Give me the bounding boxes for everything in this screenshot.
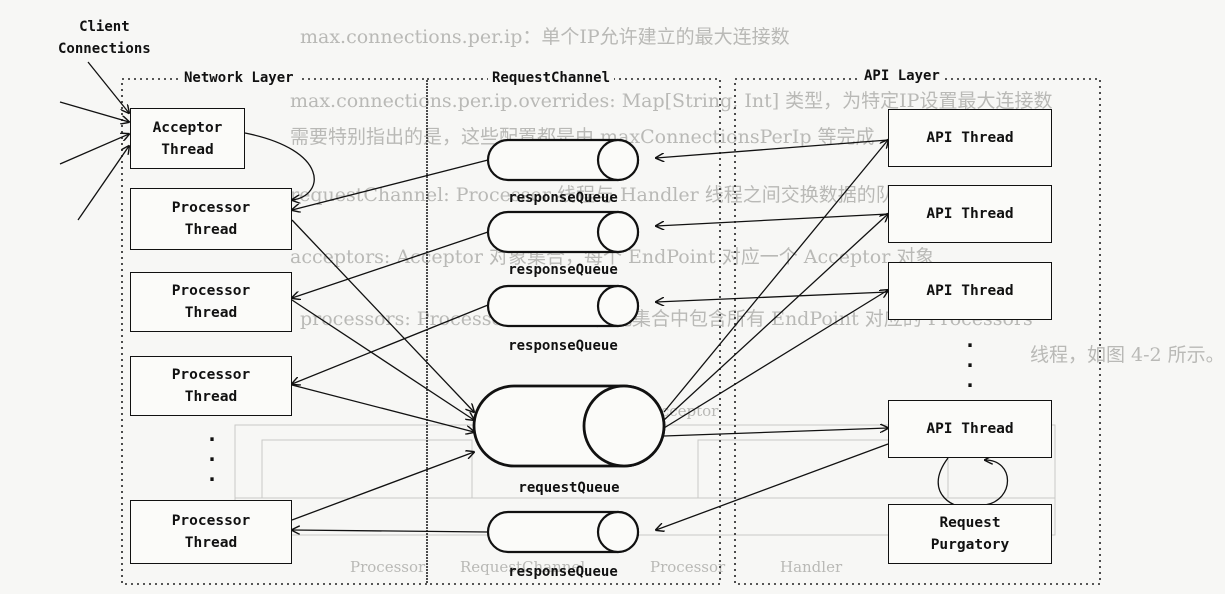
response-queue-4-shape: [486, 510, 640, 554]
response-queue-label-4: responseQueue: [508, 564, 618, 580]
background-text-requestchannel: RequestChannel: [460, 558, 586, 576]
purgatory-loop-arrow: [937, 458, 1008, 508]
dispatch-arrows: [663, 140, 888, 437]
processor-thread-box-4: Processor Thread: [130, 500, 292, 564]
response-queue-1-shape: [486, 138, 640, 182]
api-thread-box-2: API Thread: [888, 185, 1052, 243]
background-text-line-3: 需要特别指出的是，这些配置都是由 maxConnectionsPerIp 等完成: [290, 126, 875, 148]
client-connection-arrows: [59, 61, 129, 221]
background-text-processor-a: Processor: [350, 558, 426, 576]
response-arrows: [292, 159, 489, 532]
processor-thread-box-1: Processor Thread: [130, 188, 292, 250]
request-purgatory-box: Request Purgatory: [888, 504, 1052, 564]
background-text-handler: Handler: [780, 558, 843, 576]
client-connections-label: Client Connections: [58, 19, 151, 57]
processor-thread-box-3: Processor Thread: [130, 356, 292, 416]
background-text-line-2: max.connections.per.ip.overrides: Map[St…: [290, 90, 1053, 112]
response-queue-2-shape: [486, 210, 640, 254]
processor-ellipsis: . . .: [205, 422, 219, 486]
response-queue-3-shape: [486, 284, 640, 328]
processor-thread-box-2: Processor Thread: [130, 272, 292, 332]
background-text-line-4: requestChannel: Processor 线程与 Handler 线程…: [290, 184, 914, 206]
api-layer-title: API Layer: [860, 68, 944, 84]
api-thread-box-3: API Thread: [888, 262, 1052, 320]
response-queue-label-1: responseQueue: [508, 190, 618, 206]
api-thread-box-1: API Thread: [888, 109, 1052, 167]
api-thread-ellipsis: . . .: [963, 328, 977, 392]
api-thread-box-4: API Thread: [888, 400, 1052, 458]
request-arrows: [291, 219, 474, 521]
background-text-acceptor: Acceptor: [650, 402, 719, 420]
background-table: [234, 424, 1056, 536]
response-queue-label-3: responseQueue: [508, 338, 618, 354]
request-queue-label: requestQueue: [518, 480, 620, 496]
network-layer-title: Network Layer: [180, 70, 298, 86]
api-response-arrows: [656, 139, 889, 530]
acceptor-handoff-arrow: [244, 132, 315, 200]
acceptor-thread-box: Acceptor Thread: [130, 108, 245, 169]
response-queue-label-2: responseQueue: [508, 262, 618, 278]
background-text-line-5: acceptors: Acceptor 对象集合，每个 EndPoint 对应一…: [290, 246, 935, 268]
request-channel-title: RequestChannel: [488, 70, 615, 86]
request-queue-shape: [472, 384, 666, 468]
background-text-line-7: 线程，如图 4-2 所示。: [1030, 344, 1225, 366]
background-text-line-1: max.connections.per.ip：单个IP允许建立的最大连接数: [300, 26, 790, 48]
background-text-processor-b: Processor: [650, 558, 726, 576]
architecture-diagram: [59, 61, 1101, 585]
